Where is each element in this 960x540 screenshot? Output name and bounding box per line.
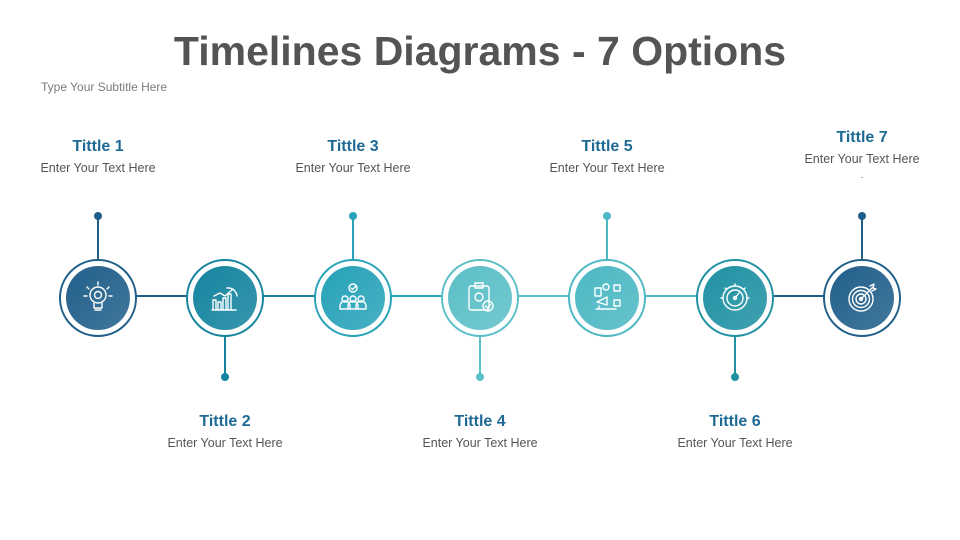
- team-icon: [339, 283, 367, 310]
- item-title: Tittle 7: [836, 129, 888, 146]
- item-title: Tittle 4: [454, 413, 506, 430]
- item-extra: .: [860, 170, 864, 181]
- timeline-node-6: [696, 259, 774, 381]
- timeline-node-5: [568, 212, 646, 337]
- item-text: Enter Your Text Here: [295, 161, 411, 175]
- timeline-node-4: [441, 259, 519, 381]
- pin-dot: [731, 373, 739, 381]
- node-circle: [321, 266, 385, 330]
- item-text: Enter Your Text Here: [40, 161, 156, 175]
- item-title: Tittle 5: [581, 138, 633, 155]
- page-subtitle: Type Your Subtitle Here: [41, 80, 168, 94]
- timeline-label-3: Tittle 3 Enter Your Text Here: [273, 136, 433, 178]
- timeline-node-7: [823, 212, 901, 337]
- timeline-node-2: [186, 259, 264, 381]
- growth-chart-icon: [211, 287, 238, 311]
- digital-marketing-icon: [594, 283, 621, 310]
- target-icon: [848, 283, 877, 312]
- node-circle: [448, 266, 512, 330]
- timeline-label-2: Tittle 2 Enter Your Text Here: [145, 411, 305, 453]
- timeline-node-1: [59, 212, 137, 337]
- timeline-node-3: [314, 212, 392, 337]
- pin-dot: [221, 373, 229, 381]
- page-title: Timelines Diagrams - 7 Options: [173, 28, 787, 74]
- timeline-label-1: Tittle 1 Enter Your Text Here: [18, 136, 178, 178]
- clipboard-settings-icon: [468, 282, 494, 312]
- pin-dot: [349, 212, 357, 220]
- timeline-label-7: Tittle 7 Enter Your Text Here .: [782, 127, 942, 183]
- item-title: Tittle 6: [709, 413, 761, 430]
- item-text: Enter Your Text Here: [422, 436, 538, 450]
- lightbulb-icon: [83, 281, 113, 311]
- item-text: Enter Your Text Here: [549, 161, 665, 175]
- pin-dot: [476, 373, 484, 381]
- pin-dot: [94, 212, 102, 220]
- item-title: Tittle 2: [199, 413, 251, 430]
- item-title: Tittle 3: [327, 138, 379, 155]
- item-text: Enter Your Text Here: [167, 436, 283, 450]
- item-title: Tittle 1: [72, 138, 124, 155]
- item-text: Enter Your Text Here: [677, 436, 793, 450]
- timeline-label-6: Tittle 6 Enter Your Text Here: [655, 411, 815, 453]
- pin-dot: [603, 212, 611, 220]
- timeline-label-4: Tittle 4 Enter Your Text Here: [400, 411, 560, 453]
- item-text: Enter Your Text Here: [804, 152, 920, 166]
- speedometer-gear-icon: [720, 283, 750, 311]
- pin-dot: [858, 212, 866, 220]
- timeline-label-5: Tittle 5 Enter Your Text Here: [527, 136, 687, 178]
